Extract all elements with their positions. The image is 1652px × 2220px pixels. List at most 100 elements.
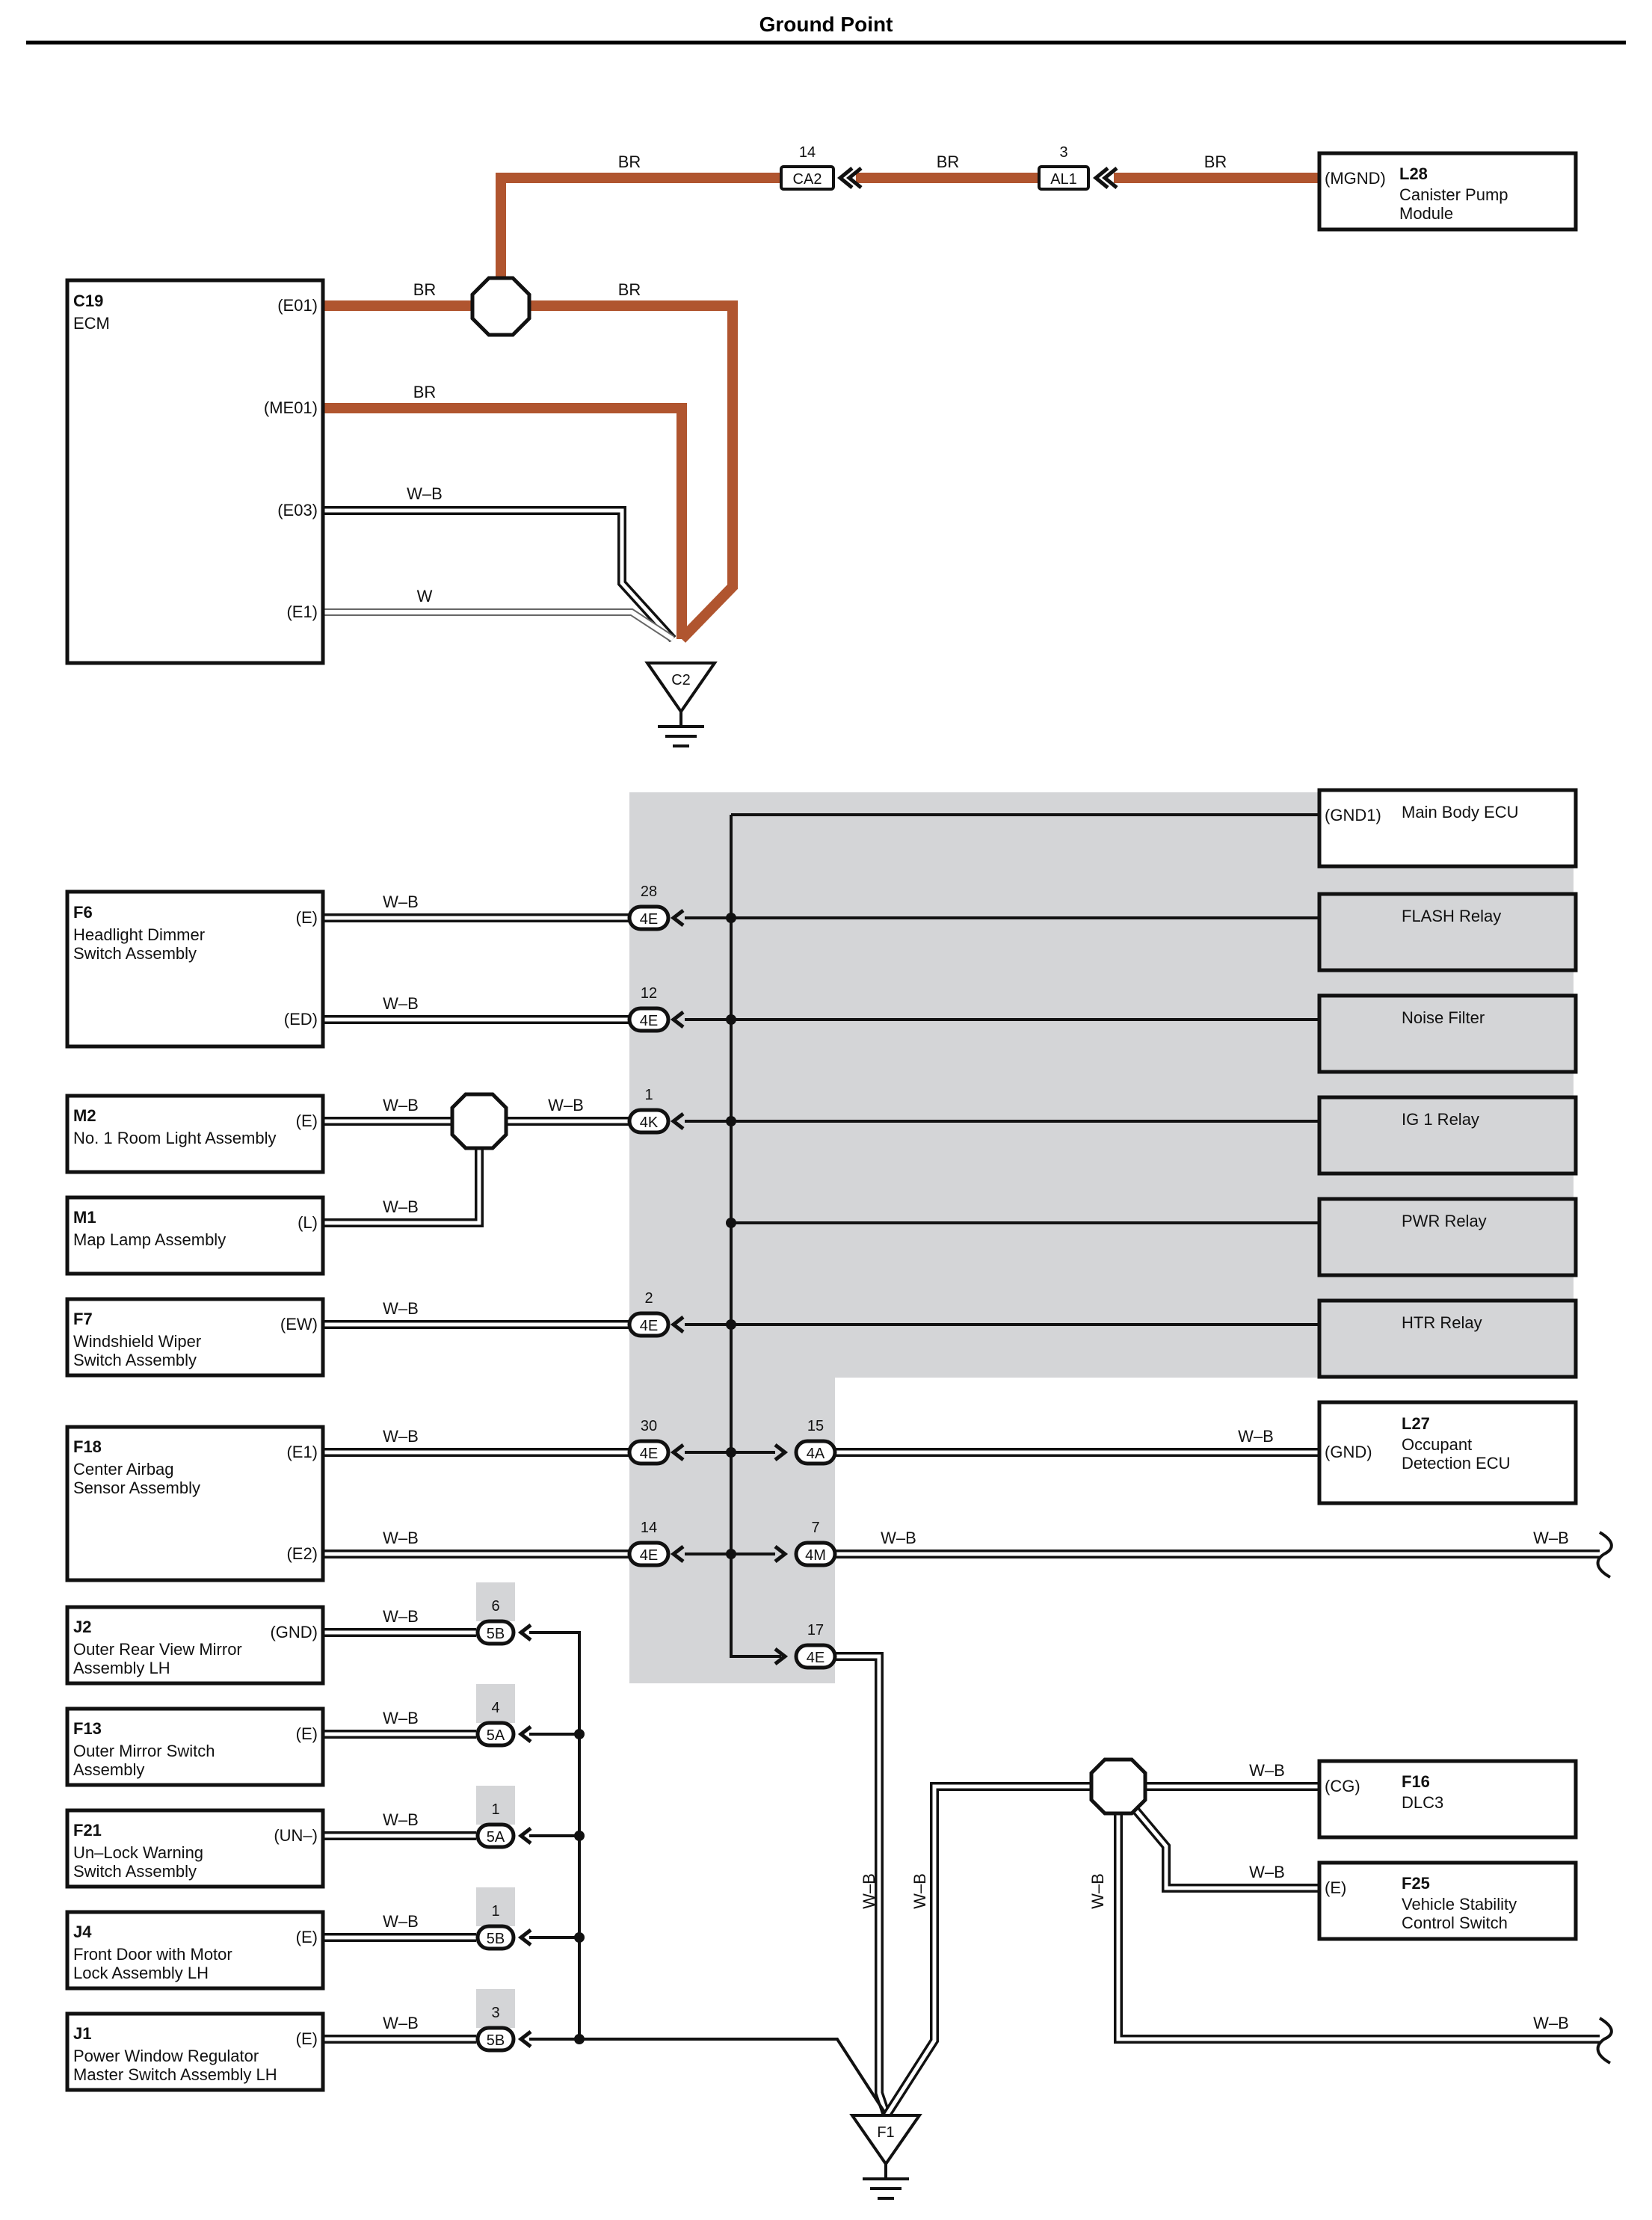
component-name: Switch Assembly	[73, 944, 197, 963]
connector-name: 4E	[640, 1013, 658, 1029]
wire-label-wb: W–B	[407, 484, 443, 503]
connector-name: 4K	[640, 1114, 659, 1131]
wire-label-wb: W–B	[383, 1096, 419, 1114]
component-name: Control Switch	[1402, 1914, 1508, 1932]
component-name: Main Body ECU	[1402, 803, 1519, 821]
connector-name: CA2	[793, 171, 822, 188]
wb-wires-left	[323, 913, 1600, 2117]
wire-label-wb: W–B	[383, 1810, 419, 1829]
component-pin: (E2)	[286, 1544, 318, 1563]
component-pin: (E)	[296, 2029, 318, 2048]
component-code: F21	[73, 1821, 102, 1840]
connector-chevron	[1093, 167, 1118, 189]
connector-pin: 3	[491, 2005, 499, 2021]
wire-label-br: BR	[937, 152, 960, 171]
br-wire-e01-ground	[531, 300, 738, 643]
wb-labels: W–B W–B W–B W–B W–B W–B W–B W–B W–B W–B …	[383, 892, 1569, 2032]
l28-name: Canister Pump	[1399, 185, 1508, 204]
wire-label-wb: W–B	[383, 1197, 419, 1216]
connector-pin: 30	[641, 1418, 657, 1434]
component-pin: (UN–)	[274, 1826, 318, 1845]
wb-wire-e03	[323, 506, 676, 643]
component-name: Master Switch Assembly LH	[73, 2065, 277, 2084]
connector-pin: 1	[644, 1087, 653, 1103]
connector-pin: 6	[491, 1598, 499, 1615]
connector-4e	[627, 904, 671, 931]
l28-pin: (MGND)	[1325, 169, 1386, 188]
component-name: Switch Assembly	[73, 1862, 197, 1881]
connector-pin: 14	[641, 1520, 657, 1536]
connector-chevron	[517, 1827, 532, 1845]
connector-name: 4E	[640, 1446, 658, 1462]
connector-name: 4M	[805, 1547, 826, 1564]
ecm-name: ECM	[73, 314, 110, 333]
left-components: F6 Headlight Dimmer Switch Assembly (E) …	[65, 889, 325, 2092]
connector-chevron	[670, 909, 685, 927]
component-pin: (E)	[296, 1928, 318, 1946]
wire-label-wb: W–B	[383, 1529, 419, 1547]
connector-4e	[794, 1643, 837, 1670]
connector-chevron	[774, 1545, 789, 1563]
component-f16	[1317, 1759, 1578, 1840]
connector-pin: 2	[644, 1290, 653, 1307]
ecm-code: C19	[73, 292, 103, 310]
connector-pin: 3	[1059, 144, 1067, 161]
connector-pin: 15	[807, 1418, 824, 1434]
ecm-box	[65, 278, 325, 665]
component-pin: (GND)	[270, 1623, 318, 1641]
component-pin: (E)	[1325, 1878, 1346, 1897]
component-code: F13	[73, 1719, 102, 1738]
component-f7	[65, 1297, 325, 1378]
connector-name: 5B	[487, 1626, 505, 1642]
wire-label-br: BR	[618, 280, 641, 299]
wire-label-wb: W–B	[881, 1529, 916, 1547]
component-name: Sensor Assembly	[73, 1479, 200, 1497]
component-name: Assembly LH	[73, 1659, 170, 1677]
connector-chevron	[670, 1112, 685, 1130]
connector-4e	[627, 1439, 671, 1466]
component-name: PWR Relay	[1402, 1212, 1487, 1230]
connector-chevron	[517, 1624, 532, 1641]
component-flash-relay	[1317, 892, 1578, 972]
wire-label-wb: W–B	[860, 1873, 878, 1909]
component-m1	[65, 1195, 325, 1276]
component-pin: (E)	[296, 1111, 318, 1130]
wire-label-wb: W–B	[1249, 1761, 1285, 1780]
connector-pin: 7	[811, 1520, 819, 1536]
component-name: Un–Lock Warning	[73, 1843, 203, 1862]
connector-name: 4A	[807, 1446, 825, 1462]
wire-label-wb: W–B	[548, 1096, 584, 1114]
component-name: IG 1 Relay	[1402, 1110, 1479, 1129]
br-wires	[323, 173, 1319, 643]
connector-5b	[475, 1619, 516, 1646]
left-ground-bus	[529, 1631, 888, 2117]
wire-break-icon	[1596, 2017, 1613, 2065]
component-name: HTR Relay	[1402, 1313, 1482, 1332]
connector-chevron	[517, 2030, 532, 2048]
ecm-pin-e01: (E01)	[277, 296, 318, 315]
component-code: M2	[73, 1106, 96, 1125]
connector-4m	[794, 1541, 837, 1567]
wire-label-wb: W–B	[1088, 1873, 1107, 1909]
connector-4e	[627, 1006, 671, 1033]
component-name: Occupant	[1402, 1435, 1472, 1454]
shade-5a-4	[476, 1684, 515, 1723]
connector-4a	[794, 1439, 837, 1466]
component-name: Windshield Wiper	[73, 1332, 201, 1351]
shade-5a-1	[476, 1786, 515, 1825]
connector-4e	[627, 1541, 671, 1567]
wire-label-wb: W–B	[910, 1873, 929, 1909]
connector-chevron	[774, 1647, 789, 1665]
page-title: Ground Point	[759, 13, 893, 36]
component-code: F25	[1402, 1874, 1430, 1893]
component-ig1-relay	[1317, 1095, 1578, 1176]
connector-pin: 4	[491, 1700, 499, 1716]
connector-5b	[475, 1924, 516, 1951]
wire-label-wb: W–B	[1249, 1863, 1285, 1881]
ground-c2: C2	[644, 662, 718, 747]
connector-name: 4E	[640, 1318, 658, 1334]
component-code: M1	[73, 1208, 96, 1227]
component-l27	[1317, 1400, 1578, 1505]
wire-label-wb: W–B	[1533, 2014, 1569, 2032]
component-main-body-ecu	[1317, 788, 1578, 869]
